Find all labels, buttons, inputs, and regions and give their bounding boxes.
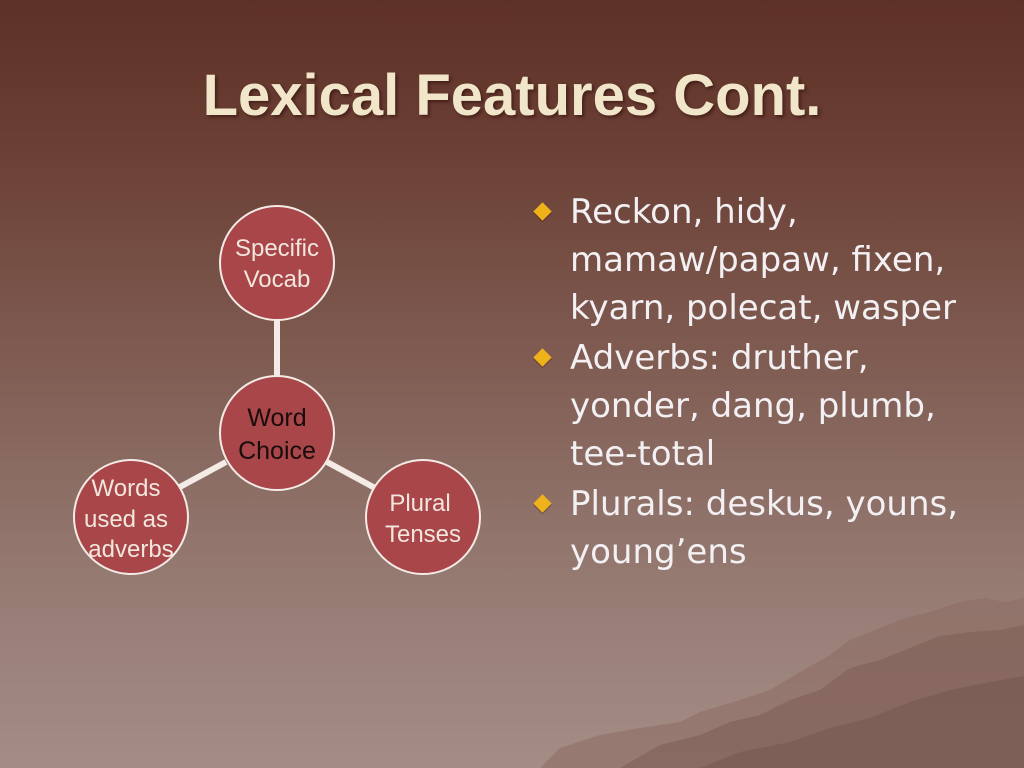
node-top-line1: Specific: [235, 235, 319, 262]
node-word-choice: Word Choice: [219, 375, 335, 491]
connector-right: [325, 459, 377, 491]
bullet-text: Plurals: deskus, youns, young’ens: [570, 484, 959, 572]
bullet-item: Reckon, hidy, mamaw/papaw, fixen, kyarn,…: [532, 188, 962, 332]
node-plural-tenses: Plural Tenses: [365, 459, 481, 575]
bullet-list: Reckon, hidy, mamaw/papaw, fixen, kyarn,…: [532, 188, 962, 578]
node-words-used-as-adverbs: Words used as adverbs: [73, 459, 189, 575]
node-top-line2: Vocab: [244, 266, 311, 293]
node-right-line2: Tenses: [385, 521, 461, 548]
bullet-text: Reckon, hidy, mamaw/papaw, fixen, kyarn,…: [570, 192, 957, 328]
connector-left: [176, 459, 228, 491]
node-center-line2: Choice: [238, 437, 316, 465]
node-left-line2: used as: [84, 506, 168, 533]
slide-title: Lexical Features Cont.: [202, 63, 822, 128]
node-left-line3: adverbs: [88, 536, 173, 563]
diamond-bullet-icon: [533, 348, 552, 367]
bullet-item: Plurals: deskus, youns, young’ens: [532, 480, 962, 576]
diamond-bullet-icon: [533, 202, 552, 221]
node-center-line1: Word: [247, 404, 306, 432]
bullet-text: Adverbs: druther, yonder, dang, plumb, t…: [570, 338, 936, 474]
node-left-line1: Words: [92, 475, 161, 502]
diamond-bullet-icon: [533, 494, 552, 513]
bullet-item: Adverbs: druther, yonder, dang, plumb, t…: [532, 334, 962, 478]
node-right-line1: Plural: [389, 490, 450, 517]
node-specific-vocab: Specific Vocab: [219, 205, 335, 321]
